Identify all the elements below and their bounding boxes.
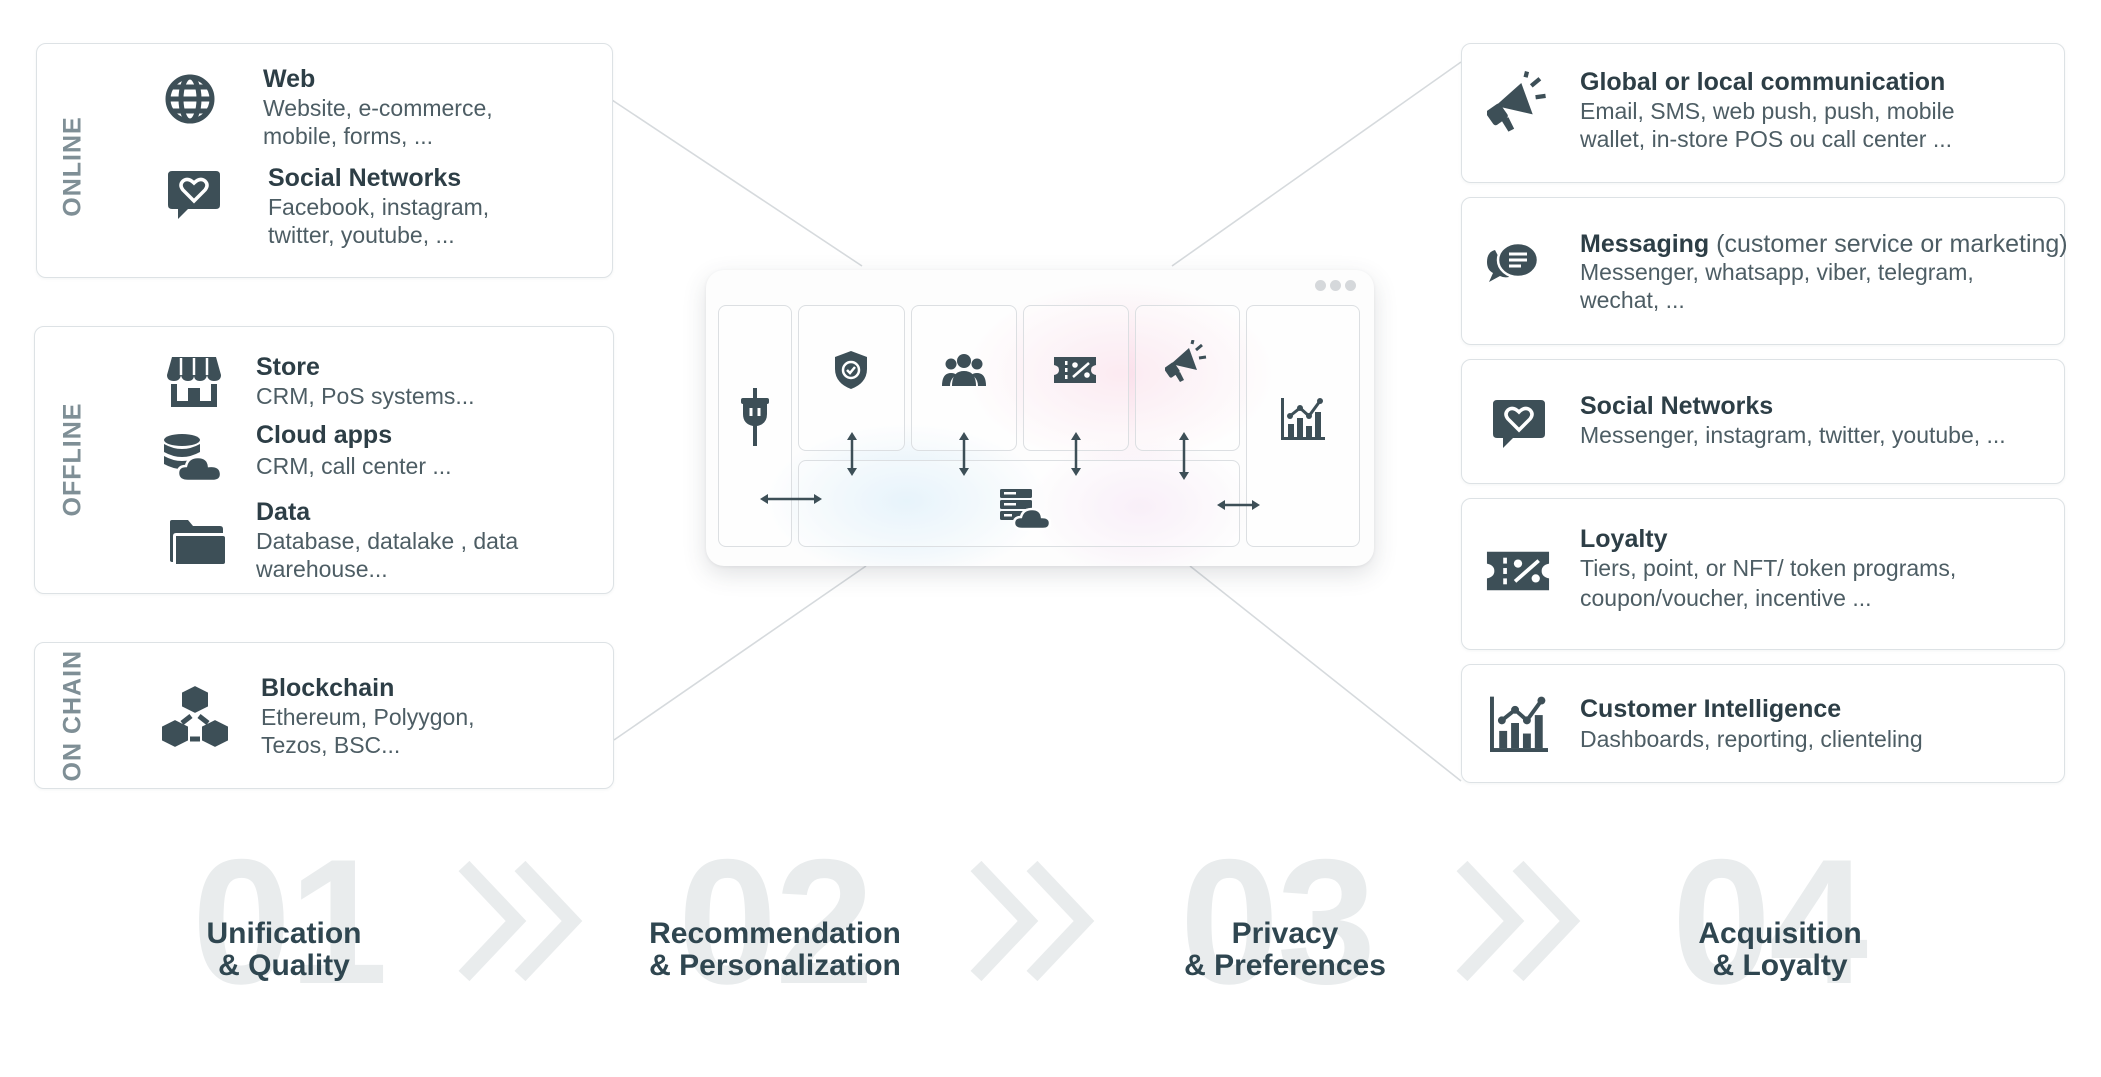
blockchain-icon	[160, 683, 230, 753]
analytics-chart-icon	[1281, 396, 1325, 440]
coupon-icon	[1052, 355, 1098, 385]
communication-title: Global or local communication	[1580, 68, 1946, 96]
messaging-title-main: Messaging	[1580, 230, 1710, 258]
chevron-right-icon	[1456, 860, 1581, 982]
store-title: Store	[256, 353, 320, 381]
data-title: Data	[256, 498, 311, 526]
social-desc-line2: twitter, youtube, ...	[268, 222, 455, 248]
intelligence-card	[1461, 664, 2065, 783]
step-number-01: 01	[192, 822, 388, 1021]
communication-card	[1461, 43, 2065, 183]
web-desc-line1: Website, e-commerce,	[263, 95, 493, 121]
messaging-title: Messaging (customer service or marketing…	[1580, 230, 2068, 259]
step-04-label: Acquisition & Loyalty	[1680, 918, 1880, 982]
analytics-chart-icon	[1490, 694, 1548, 752]
blockchain-desc-line1: Ethereum, Polyygon,	[261, 704, 475, 730]
step-number-04: 04	[1672, 822, 1868, 1021]
megaphone-icon	[1487, 70, 1547, 136]
step-03-line1: Privacy	[1231, 917, 1339, 950]
data-desc-line1: Database, datalake , data	[256, 528, 519, 554]
offline-card: OFFLINE	[34, 326, 614, 594]
store-icon	[166, 355, 222, 409]
step-02-line2: & Personalization	[649, 949, 901, 982]
hub-module-campaigns	[1135, 305, 1240, 451]
social-desc-line1: Facebook, instagram,	[268, 194, 490, 220]
intelligence-desc: Dashboards, reporting, clienteling	[1580, 726, 1923, 752]
cloud-apps-desc: CRM, call center ...	[256, 453, 452, 479]
store-desc: CRM, PoS systems...	[256, 383, 475, 409]
server-cloud-icon	[998, 487, 1052, 531]
messaging-card	[1461, 197, 2065, 345]
chat-heart-icon	[166, 167, 222, 223]
step-03-label: Privacy & Preferences	[1170, 918, 1400, 982]
step-02-line1: Recommendation	[649, 917, 901, 950]
folder-icon	[168, 518, 226, 566]
shield-check-icon	[833, 349, 869, 391]
messaging-desc-line2: wechat, ...	[1580, 287, 1685, 313]
window-dots	[1315, 280, 1356, 291]
users-icon	[941, 352, 987, 388]
onchain-card: ON CHAIN	[34, 642, 614, 789]
database-cloud-icon	[162, 433, 224, 483]
step-03-line2: & Preferences	[1184, 949, 1386, 982]
online-label: ONLINE	[58, 116, 87, 217]
step-01-label: Unification & Quality	[184, 918, 384, 982]
hub-arrows	[760, 432, 1260, 510]
step-01-line2: & Quality	[218, 949, 350, 982]
offline-label: OFFLINE	[58, 402, 87, 517]
globe-icon	[164, 73, 216, 125]
step-01-line1: Unification	[206, 917, 362, 950]
coupon-icon	[1484, 548, 1552, 594]
loyalty-desc-line2: coupon/voucher, incentive ...	[1580, 585, 1872, 611]
onchain-label: ON CHAIN	[58, 649, 87, 782]
messaging-title-note: (customer service or marketing)	[1709, 230, 2068, 258]
plug-icon	[739, 388, 771, 446]
cloud-apps-title: Cloud apps	[256, 421, 393, 449]
megaphone-icon	[1165, 340, 1207, 384]
chevron-right-icon	[970, 860, 1095, 982]
social-title: Social Networks	[268, 164, 462, 192]
step-number-03: 03	[1180, 822, 1376, 1021]
step-02-label: Recommendation & Personalization	[630, 918, 920, 982]
chat-bubbles-icon	[1485, 240, 1541, 286]
messaging-desc-line1: Messenger, whatsapp, viber, telegram,	[1580, 259, 1974, 285]
step-04-line2: & Loyalty	[1712, 949, 1848, 982]
loyalty-card	[1461, 498, 2065, 650]
communication-desc-line2: wallet, in-store POS ou call center ...	[1580, 126, 1952, 152]
social-right-desc: Messenger, instagram, twitter, youtube, …	[1580, 422, 2006, 448]
chevron-right-icon	[458, 860, 583, 982]
data-desc-line2: warehouse...	[256, 556, 388, 582]
social-right-title: Social Networks	[1580, 392, 1774, 420]
intelligence-title: Customer Intelligence	[1580, 695, 1842, 723]
online-card: ONLINE	[36, 43, 613, 278]
communication-desc-line1: Email, SMS, web push, push, mobile	[1580, 98, 1955, 124]
web-title: Web	[263, 65, 316, 93]
step-04-line1: Acquisition	[1698, 917, 1862, 950]
web-desc-line2: mobile, forms, ...	[263, 123, 433, 149]
loyalty-desc-line1: Tiers, point, or NFT/ token programs,	[1580, 555, 1957, 581]
blockchain-desc-line2: Tezos, BSC...	[261, 732, 401, 758]
social-card-right	[1461, 359, 2065, 484]
blockchain-title: Blockchain	[261, 674, 395, 702]
chat-heart-icon	[1491, 396, 1547, 452]
loyalty-title: Loyalty	[1580, 525, 1668, 553]
platform-hub	[706, 270, 1374, 566]
step-number-02: 02	[678, 822, 874, 1021]
